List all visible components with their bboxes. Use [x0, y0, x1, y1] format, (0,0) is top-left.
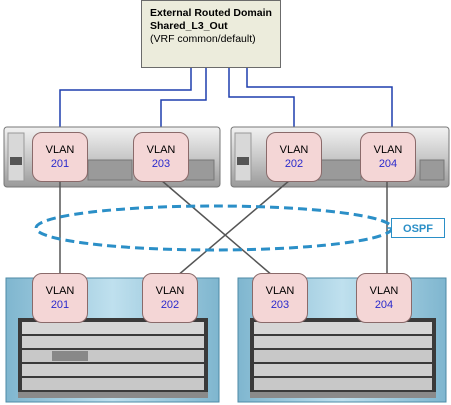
- vlan-number: 204: [378, 158, 398, 170]
- external-routed-domain-box: External Routed Domain Shared_L3_Out (VR…: [141, 0, 281, 68]
- uplink-vlan-201-top: [59, 68, 192, 132]
- vlan-top-201: VLAN 201: [32, 132, 88, 182]
- vlan-bottom-203: VLAN 203: [252, 273, 308, 323]
- ospf-ellipse: [34, 204, 394, 252]
- bottom-chassis-left: [5, 277, 220, 403]
- vlan-number: 202: [160, 299, 180, 311]
- domain-title: External Routed Domain: [150, 7, 272, 19]
- vlan-top-202: VLAN 202: [266, 132, 322, 182]
- link-203: [160, 179, 281, 283]
- domain-name: Shared_L3_Out: [150, 20, 228, 32]
- vlan-number: 204: [374, 299, 394, 311]
- vlan-top-203: VLAN 203: [133, 132, 189, 182]
- vlan-label: VLAN: [45, 144, 75, 156]
- vlan-label: VLAN: [373, 144, 403, 156]
- vlan-label: VLAN: [45, 285, 75, 297]
- vlan-top-204: VLAN 204: [360, 132, 416, 182]
- vlan-bottom-204: VLAN 204: [356, 273, 412, 323]
- vlan-number: 202: [284, 158, 304, 170]
- links: [59, 179, 388, 283]
- vlan-label: VLAN: [146, 144, 176, 156]
- vlan-number: 203: [151, 158, 171, 170]
- top-switch-right: [230, 126, 450, 188]
- link-202: [169, 179, 291, 283]
- vlan-number: 201: [50, 299, 70, 311]
- vlan-label: VLAN: [279, 144, 309, 156]
- vlan-label: VLAN: [155, 285, 185, 297]
- uplink-vlan-204-top: [246, 68, 393, 132]
- vlan-label: VLAN: [369, 285, 399, 297]
- vlan-label: VLAN: [265, 285, 295, 297]
- vlan-number: 201: [50, 158, 70, 170]
- ospf-label: OSPF: [391, 218, 445, 238]
- uplink-vlan-202-top: [228, 68, 295, 132]
- vlan-bottom-202: VLAN 202: [142, 273, 198, 323]
- uplink-vlan-203-top: [160, 68, 207, 132]
- domain-vrf: (VRF common/default): [150, 33, 256, 45]
- vlan-number: 203: [270, 299, 290, 311]
- vlan-bottom-201: VLAN 201: [32, 273, 88, 323]
- uplinks: [59, 68, 393, 132]
